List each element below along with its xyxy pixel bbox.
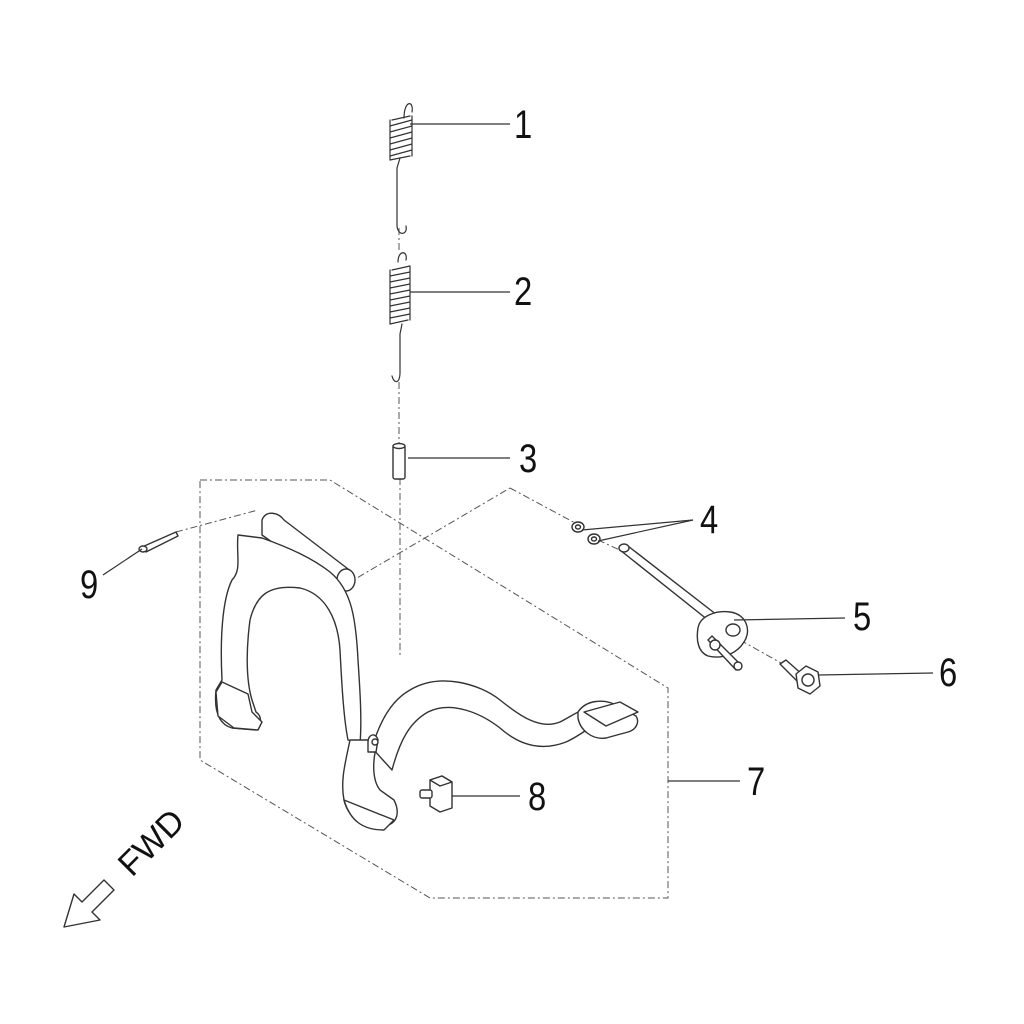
pivot-shaft (618, 543, 749, 671)
callout-3: 3 (519, 436, 537, 481)
flange-bolt (779, 659, 821, 695)
assembly-boundary (199, 479, 669, 899)
callout-7: 7 (747, 759, 765, 804)
leader-lines (102, 123, 934, 797)
callout-5: 5 (853, 594, 871, 639)
forward-label: FWD (111, 802, 193, 884)
main-stand (214, 512, 639, 831)
lower-spring (389, 252, 411, 383)
cotter-pin (138, 531, 179, 553)
forward-direction-indicator: FWD (63, 802, 193, 928)
spring-pin (392, 442, 406, 480)
callout-4: 4 (700, 497, 718, 542)
callout-6: 6 (939, 650, 957, 695)
callout-9: 9 (80, 562, 98, 607)
stopper-rubber (419, 775, 453, 813)
callout-1: 1 (514, 102, 532, 147)
callout-2: 2 (514, 269, 532, 314)
washers (571, 521, 601, 545)
forward-arrow-icon (63, 879, 115, 928)
callout-8: 8 (528, 774, 546, 819)
upper-spring (389, 103, 413, 234)
